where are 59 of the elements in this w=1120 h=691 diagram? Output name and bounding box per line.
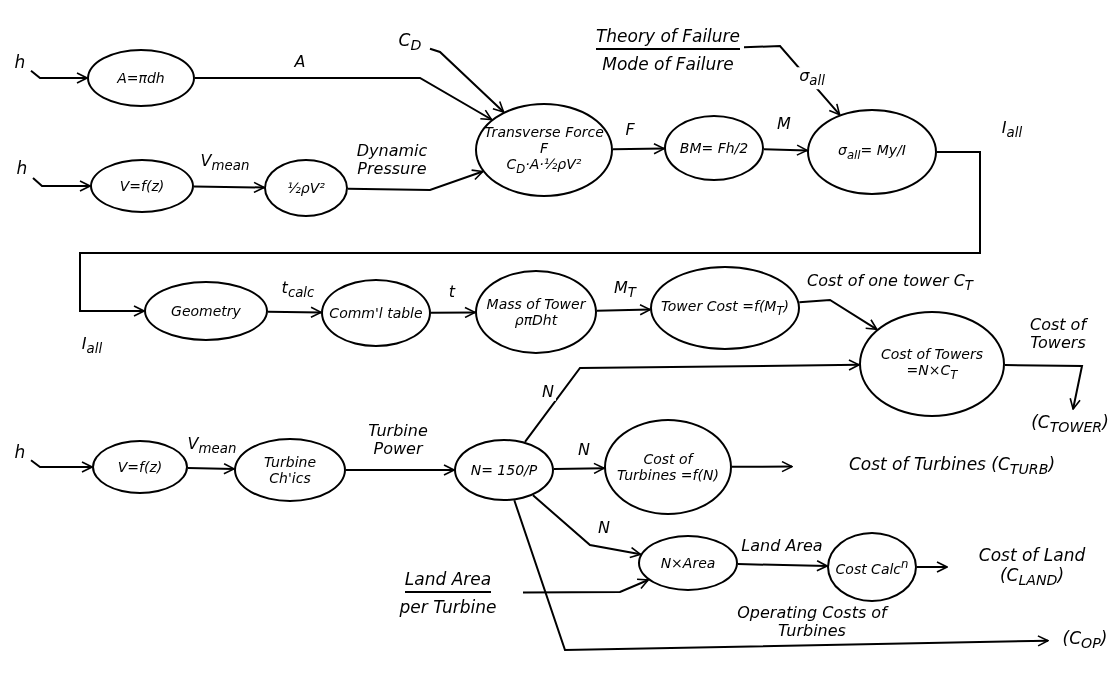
node-text: Geometry — [171, 302, 241, 320]
edge-label: N — [540, 382, 556, 402]
arrow — [737, 560, 828, 572]
variable-label: Land Area — [404, 568, 492, 593]
arrow — [32, 176, 91, 192]
arrow — [30, 69, 88, 84]
node-text: C$_{D}$·A·½ρV² — [506, 156, 582, 177]
arrow — [193, 181, 265, 194]
arrow — [79, 151, 981, 317]
arrow — [430, 306, 476, 319]
arrow — [798, 298, 878, 331]
variable-label: h — [14, 51, 26, 73]
variable-label: Cost of Land (C$_{LAND}$) — [977, 544, 1087, 590]
variable-label: Cost of Turbines (C$_{TURB}$) — [848, 453, 1056, 479]
arrow — [1004, 364, 1084, 410]
node-text: Cost of Turbines =f(N) — [616, 450, 720, 484]
arrow — [347, 169, 484, 191]
arrow — [553, 462, 605, 475]
arrow — [731, 460, 793, 473]
node-text: Cost Calc$^{n}$ — [835, 557, 909, 577]
node-text: Transverse Force F — [483, 123, 605, 156]
node-text: N= 150/P — [470, 461, 538, 479]
arrow — [612, 142, 665, 155]
node-text: ρπDht — [514, 312, 558, 329]
edge-label: σ$_{all}$ — [797, 67, 827, 89]
arrow — [429, 47, 505, 113]
process-ellipse — [638, 535, 738, 591]
variable-label: h — [16, 157, 28, 179]
arrow — [513, 499, 1049, 651]
arrow — [596, 304, 652, 316]
node-text: σ$_{all}$= My/I — [838, 141, 906, 163]
variable-label: (C$_{TOWER}$) — [1031, 411, 1109, 437]
node-text: Tower Cost =f(M$_{T}$) — [661, 297, 789, 319]
arrow — [524, 359, 860, 443]
arrow — [187, 462, 235, 475]
arrow — [522, 578, 650, 594]
node-text: A=πdh — [117, 69, 165, 87]
variable-label: per Turbine — [399, 597, 497, 618]
arrow — [763, 144, 808, 156]
node-text: V=f(z) — [119, 177, 165, 195]
node-text: V=f(z) — [117, 458, 163, 476]
arrow — [30, 459, 93, 473]
node-text: ½ρV² — [287, 179, 325, 197]
arrow — [267, 306, 322, 319]
node-text: Cost of Towers =N×C$_{T}$ — [880, 345, 984, 383]
node-text: Comm'l table — [329, 304, 423, 322]
variable-label: Mode of Failure — [602, 54, 734, 75]
arrow — [345, 464, 455, 476]
variable-label: C$_{D}$ — [398, 29, 422, 55]
arrow — [532, 494, 642, 559]
variable-label: h — [14, 441, 26, 463]
node-text: BM= Fh/2 — [679, 139, 749, 157]
node-text: Mass of Tower — [486, 295, 586, 312]
node-text: N×Area — [660, 554, 716, 572]
arrow — [916, 561, 948, 573]
variable-label: (C$_{OP}$) — [1062, 627, 1108, 653]
node-text: Turbine Ch'ics — [262, 453, 317, 487]
arrow — [194, 77, 493, 121]
variable-label: Theory of Failure — [595, 25, 741, 50]
